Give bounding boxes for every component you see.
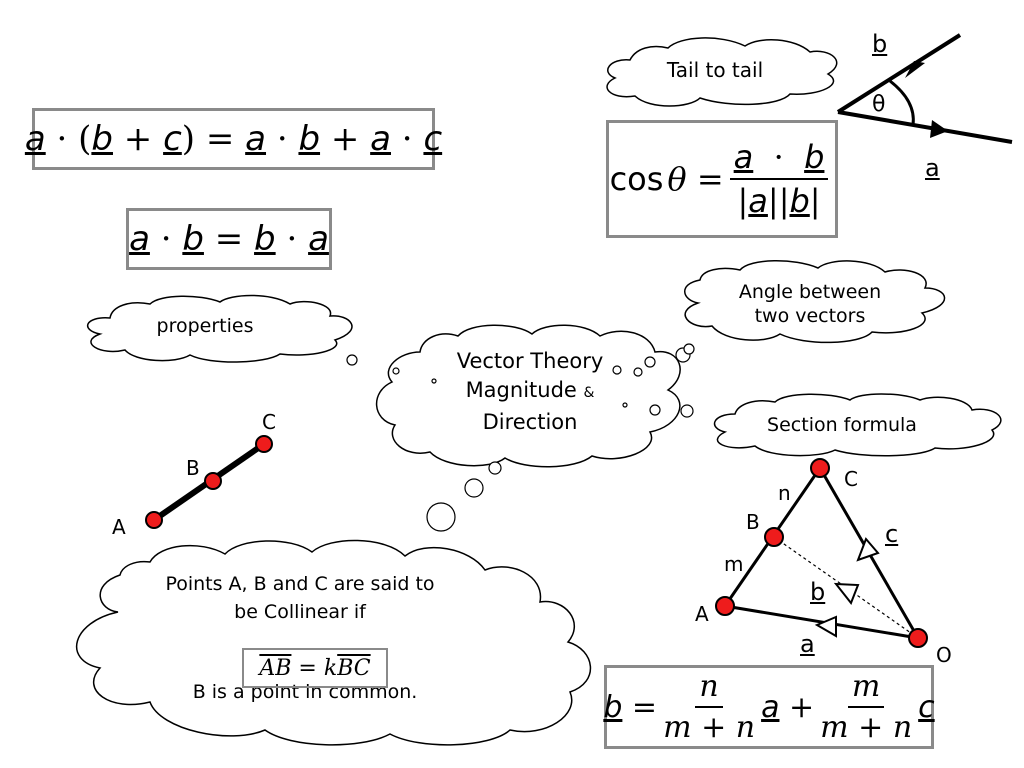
var-a: a [24,119,46,159]
var-a: a [748,182,768,220]
angle-label-theta: θ [872,92,886,117]
collinear-diagram [145,435,273,529]
var-b: b [254,219,276,259]
var-c: c [918,689,935,725]
point-a [145,511,163,529]
formula-commutative: a · b = b · a [126,208,332,270]
arrow-b [905,61,925,78]
collinear-line2: be Collinear if [234,601,366,623]
angle-between-line2: two vectors [754,305,866,327]
var-c: c [163,119,182,159]
formula-cosine: cos θ = a · b |a||b| [606,120,838,238]
vector-bc: BC [337,655,371,681]
point-tri-b [764,527,784,547]
center-line2: Magnitude & [465,378,595,402]
var-a: a [129,219,150,259]
cloud-section-formula [713,393,1002,457]
triangle-diagram [715,458,928,648]
var-a: a [733,138,754,176]
var-c: c [423,119,443,159]
angle-label-b: b [872,30,888,58]
tri-label-c: C [844,467,858,491]
cosine-fraction: a · b |a||b| [729,138,829,220]
arrow-a [930,120,948,138]
var-b: b [603,689,623,725]
point-tri-o [908,628,928,648]
point-c [255,435,273,453]
tri-label-vector-a: a [800,630,815,658]
var-a: a [245,119,267,159]
var-b: b [804,138,825,176]
fraction-n: n m + n [663,669,756,745]
center-line3: Direction [482,410,578,434]
var-n: n [735,710,756,745]
section-formula-label: Section formula [767,414,917,436]
tri-label-n: n [778,481,791,505]
theta-symbol: θ [667,160,687,198]
cloud-collinear [75,539,592,746]
var-b: b [789,182,810,220]
numerator-m: m [847,669,885,708]
angle-diagram [836,33,1013,144]
label-point-c: C [262,410,276,434]
arrow-b-small [833,582,860,605]
vector-ab: AB [259,655,292,681]
cloud-vector-theory [375,324,681,468]
var-m: m [820,710,849,745]
formula-distributive: a · ( b + c ) = a · b + a · c [25,108,442,170]
point-tri-a [715,596,735,616]
collinear-line1: Points A, B and C are said to [165,573,435,595]
tri-label-vector-c: c [885,520,899,548]
properties-label: properties [156,315,254,337]
cloud-properties [87,294,353,363]
center-topic-label: Vector Theory Magnitude & Direction [430,347,630,437]
label-point-b: B [186,456,200,480]
angle-between-label: Angle between two vectors [720,280,900,328]
var-a: a [761,689,780,725]
label-point-a: A [112,515,126,539]
var-b: b [91,119,113,159]
formula-collinear: AB = k BC [242,648,388,688]
cloud-tail-to-tail [606,37,838,107]
fraction-m: m m + n [820,669,913,745]
angle-between-line1: Angle between [738,281,882,303]
cloud-angle-between [684,260,946,344]
tri-label-b: B [746,510,760,534]
center-line1: Vector Theory [456,349,604,373]
numerator-n: n [695,669,723,708]
var-a: a [308,219,329,259]
tri-label-o: O [936,643,952,667]
arrow-a-small [814,615,837,638]
tri-label-m: m [724,552,744,576]
var-a: a [370,119,391,159]
tri-label-a: A [695,602,709,626]
tail-to-tail-label: Tail to tail [666,58,764,82]
angle-label-a: a [925,154,940,182]
thought-bubbles [346,343,695,532]
cos-function: cos [609,160,664,198]
var-b: b [298,119,321,159]
tri-label-vector-b: b [810,578,826,606]
collinear-label: Points A, B and C are said to be Colline… [130,570,470,626]
arrow-c [856,537,880,562]
formula-section: b = n m + n a + m m + n c [603,665,935,749]
var-n: n [892,710,913,745]
var-b: b [182,219,204,259]
point-b [204,472,222,490]
var-m: m [663,710,692,745]
point-tri-c [810,458,830,478]
scalar-k: k [323,655,338,681]
